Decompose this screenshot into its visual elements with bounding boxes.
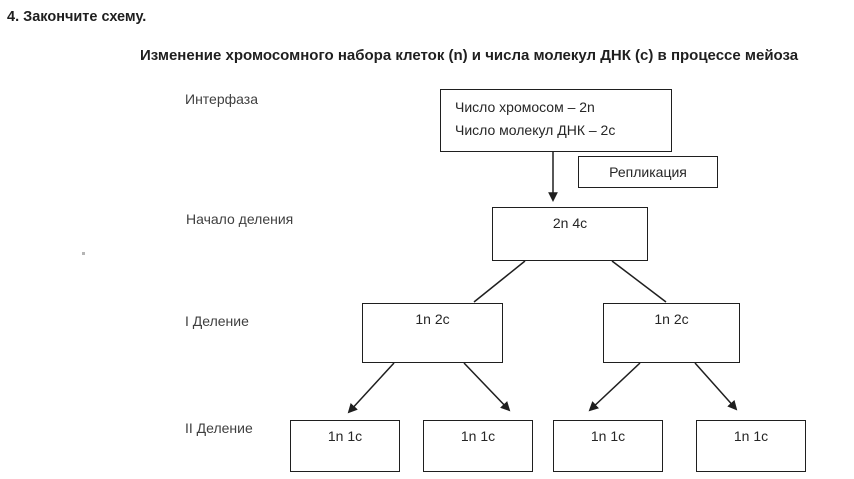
diagram-title: Изменение хромосомного набора клеток (n)…: [140, 47, 799, 64]
division2-box-2: 1n 1c: [423, 420, 533, 472]
division2-box-2-value: 1n 1c: [460, 428, 496, 444]
task-title: 4. Закончите схему.: [7, 9, 147, 25]
connector-start-to-div1-right: [611, 260, 667, 303]
division1-left-value: 1n 2c: [415, 311, 450, 327]
division1-right-value: 1n 2c: [654, 311, 689, 327]
division2-box-3: 1n 1c: [553, 420, 663, 472]
stray-dot-artifact: [82, 252, 85, 255]
replication-label: Репликация: [609, 164, 687, 180]
arrow-div1-right-to-cell3: [588, 362, 641, 412]
row-label-interphase: Интерфаза: [185, 91, 258, 107]
division2-box-1: 1n 1c: [290, 420, 400, 472]
connector-start-to-div1-left: [473, 260, 526, 303]
row-label-division-1: I Деление: [185, 313, 249, 329]
division2-box-4: 1n 1c: [696, 420, 806, 472]
division2-box-1-value: 1n 1c: [327, 428, 363, 444]
interphase-box: Число хромосом – 2n Число молекул ДНК – …: [440, 89, 672, 152]
row-label-division-2-text: II Деление: [185, 420, 253, 436]
division-start-box: 2n 4c: [492, 207, 648, 261]
interphase-chromosomes-line: Число хромосом – 2n: [455, 99, 595, 115]
division2-box-4-value: 1n 1c: [733, 428, 769, 444]
division1-box-left: 1n 2c: [362, 303, 503, 363]
arrow-div1-left-to-cell2: [463, 362, 511, 412]
division-start-value: 2n 4c: [552, 215, 588, 231]
division1-box-right: 1n 2c: [603, 303, 740, 363]
replication-box: Репликация: [578, 156, 718, 188]
arrow-div1-right-to-cell4: [694, 362, 738, 411]
division2-box-3-value: 1n 1c: [590, 428, 626, 444]
row-label-division-2: II Деление: [185, 420, 253, 436]
arrow-div1-left-to-cell1: [347, 362, 395, 414]
interphase-dna-line: Число молекул ДНК – 2с: [455, 122, 616, 138]
row-label-division-start: Начало деления: [186, 211, 294, 227]
